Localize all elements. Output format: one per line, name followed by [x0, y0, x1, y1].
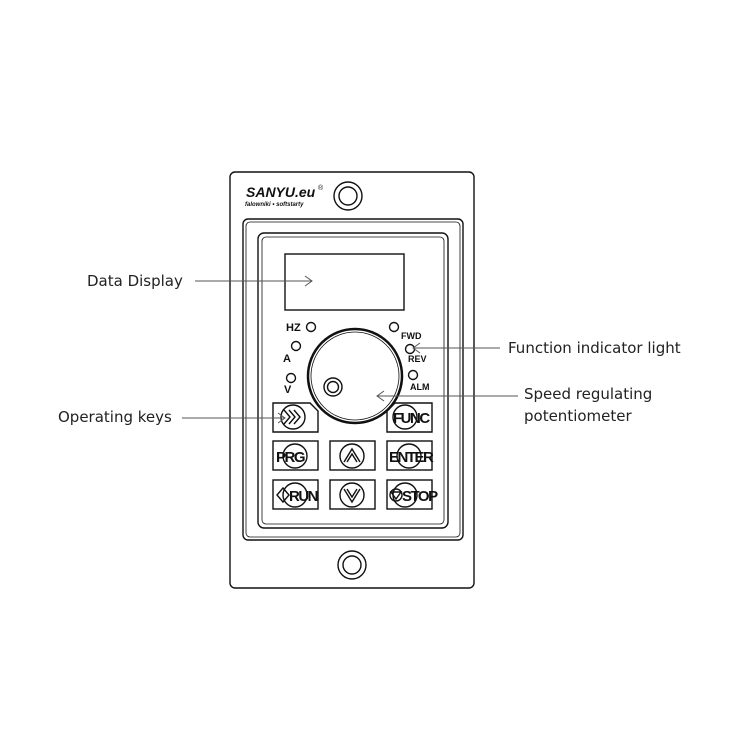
led-label-v: V: [284, 384, 292, 396]
logo-tagline: falowniki • softstarty: [245, 202, 304, 208]
mounting-hole-top: [333, 181, 363, 211]
data-display: [284, 253, 405, 311]
key-down[interactable]: [329, 479, 376, 510]
led-fwd: [388, 321, 400, 333]
stop-icon: [389, 488, 403, 502]
key-run-label: RUN: [289, 488, 318, 505]
double-chevron-right-icon: [283, 409, 301, 425]
key-shift[interactable]: [272, 402, 319, 433]
leader-lines: [182, 275, 518, 424]
key-up[interactable]: [329, 440, 376, 471]
led-alm: [407, 369, 419, 381]
diamond-icon: [276, 486, 290, 504]
key-stop-label: STOP: [402, 488, 438, 505]
callout-data-display: Data Display: [87, 272, 183, 290]
outer-bezel: [242, 218, 464, 541]
led-v: [285, 372, 297, 384]
leader-function-light: [412, 342, 500, 354]
callout-operating-keys: Operating keys: [58, 408, 172, 426]
indicator-leds: HZ A V FWD REV ALM: [283, 321, 430, 396]
inner-bezel: [257, 232, 449, 529]
logo: SANYU.eu ® falowniki • softstarty: [245, 184, 324, 208]
key-prg-label: PRG: [276, 449, 305, 466]
leader-potentiometer: [376, 390, 518, 402]
key-func-label: FUNC: [393, 410, 430, 427]
arrow-down-icon: [343, 488, 361, 504]
callout-function-light: Function indicator light: [508, 339, 681, 357]
keypad-housing: [229, 171, 475, 589]
led-label-alm: ALM: [410, 382, 430, 392]
key-stop[interactable]: STOP: [386, 479, 440, 510]
key-enter-label: ENTER: [389, 449, 434, 466]
led-rev: [404, 343, 416, 355]
led-label-rev: REV: [408, 354, 427, 364]
key-func[interactable]: FUNC: [386, 402, 433, 433]
callout-speed-pot-line1: Speed regulating: [524, 385, 653, 403]
key-prg[interactable]: PRG: [272, 440, 319, 471]
led-hz: [305, 321, 317, 333]
mounting-hole-bottom: [337, 550, 367, 580]
logo-brand: SANYU.eu: [246, 184, 316, 200]
callout-speed-pot-line2: potentiometer: [524, 407, 632, 425]
key-run[interactable]: RUN: [272, 479, 319, 510]
logo-registered: ®: [318, 184, 324, 192]
led-label-hz: HZ: [286, 322, 301, 334]
led-a: [290, 340, 302, 352]
key-enter[interactable]: ENTER: [386, 440, 436, 471]
potentiometer-knob[interactable]: [306, 327, 404, 425]
arrow-up-icon: [343, 447, 361, 463]
led-label-fwd: FWD: [401, 331, 422, 341]
leader-operating-keys: [182, 412, 286, 424]
led-label-a: A: [283, 353, 291, 365]
leader-data-display: [195, 275, 313, 287]
